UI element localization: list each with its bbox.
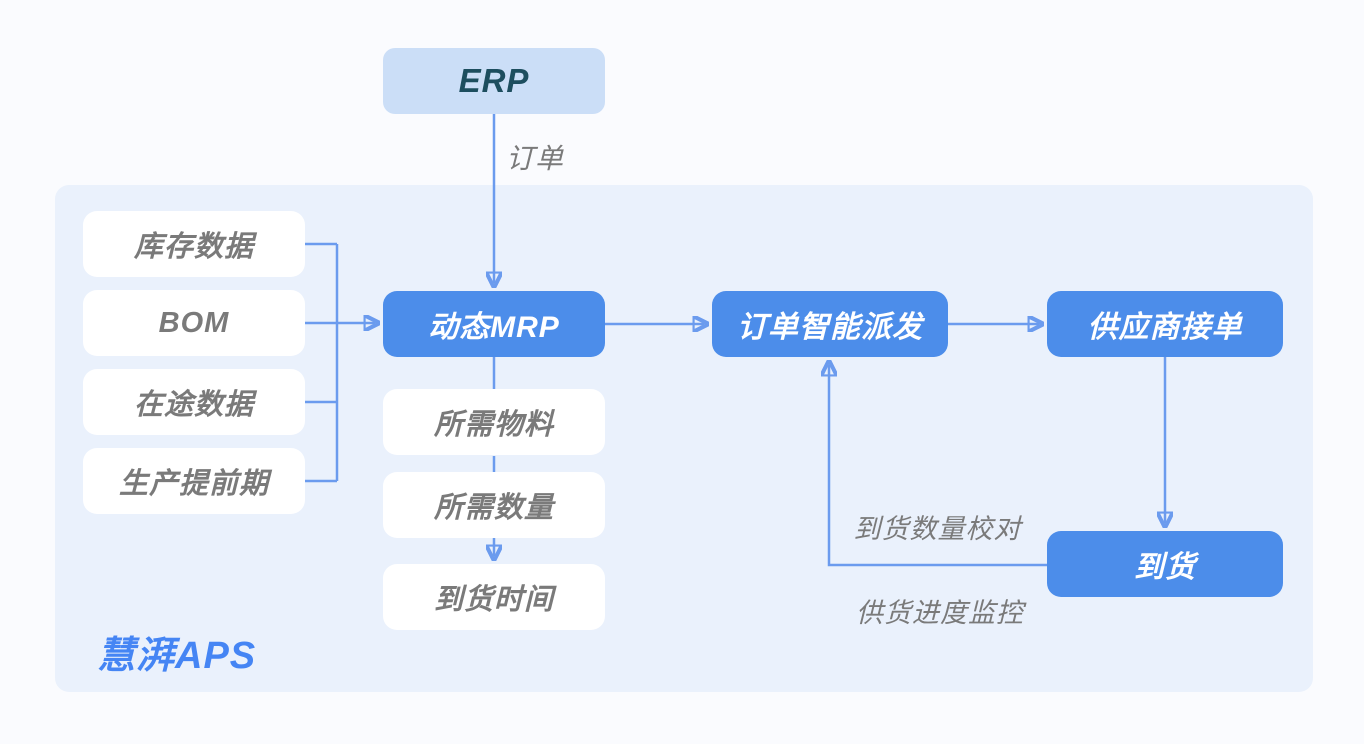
node-dynamic-mrp: 动态MRP (383, 291, 605, 357)
node-arrival-time: 到货时间 (383, 564, 605, 630)
node-arrival: 到货 (1047, 531, 1283, 597)
node-inventory-data-label: 库存数据 (133, 231, 254, 263)
node-arrival-label: 到货 (1134, 551, 1196, 584)
node-required-quantity: 所需数量 (383, 472, 605, 538)
node-supplier-accept: 供应商接单 (1047, 291, 1283, 357)
brand-logo: 慧湃APS (97, 635, 257, 677)
node-production-leadtime-label: 生产提前期 (118, 468, 269, 500)
edge-label-supply-progress-monitor: 供货进度监控 (856, 598, 1024, 628)
node-required-materials-label: 所需物料 (433, 409, 554, 441)
edge-label-order: 订单 (506, 143, 565, 174)
edge-label-arrival-qty-check: 到货数量校对 (853, 514, 1022, 544)
node-erp: ERP (383, 48, 605, 114)
node-order-dispatch: 订单智能派发 (712, 291, 948, 357)
node-order-dispatch-label: 订单智能派发 (737, 311, 923, 344)
node-erp-label: ERP (458, 62, 530, 99)
node-transit-data: 在途数据 (83, 369, 305, 435)
node-inventory-data: 库存数据 (83, 211, 305, 277)
node-transit-data-label: 在途数据 (133, 389, 254, 421)
node-bom-label: BOM (158, 306, 230, 339)
node-required-materials: 所需物料 (383, 389, 605, 455)
node-arrival-time-label: 到货时间 (433, 584, 554, 616)
node-supplier-accept-label: 供应商接单 (1087, 311, 1243, 344)
node-production-leadtime: 生产提前期 (83, 448, 305, 514)
node-required-quantity-label: 所需数量 (433, 492, 554, 524)
node-dynamic-mrp-label: 动态MRP (428, 311, 560, 344)
node-bom: BOM (83, 290, 305, 356)
